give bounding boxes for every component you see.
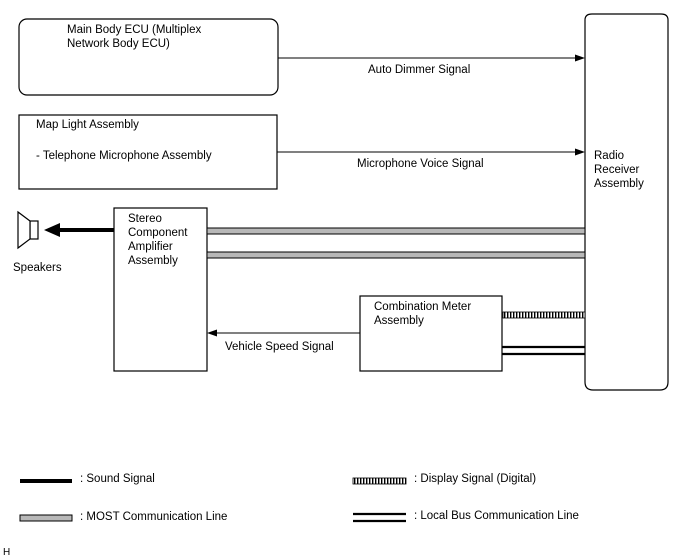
radio-receiver-label: Radio Receiver Assembly [594, 150, 644, 190]
stereo-amplifier-label: Stereo Component Amplifier Assembly [128, 213, 188, 267]
speaker-icon [17, 210, 39, 250]
auto-dimmer-signal-label: Auto Dimmer Signal [368, 64, 471, 76]
legend-most-label: : MOST Communication Line [80, 511, 228, 523]
main-body-ecu-box [18, 18, 279, 96]
radio-receiver-box [584, 13, 669, 391]
local-bus-line [502, 345, 585, 356]
auto-dimmer-signal-arrow [278, 54, 585, 62]
most-line-upper [206, 227, 586, 235]
stereo-amplifier-box [113, 207, 208, 372]
figure-code: H [3, 547, 11, 558]
telephone-microphone-label: - Telephone Microphone Assembly [36, 150, 212, 162]
legend-most-symbol [19, 514, 73, 522]
legend-display-label: : Display Signal (Digital) [414, 473, 537, 485]
map-light-assembly-label: Map Light Assembly [36, 119, 139, 131]
vehicle-speed-signal-arrow [207, 329, 360, 337]
vehicle-speed-signal-label: Vehicle Speed Signal [225, 341, 334, 353]
legend-local-bus-label: : Local Bus Communication Line [414, 510, 579, 522]
speakers-label: Speakers [13, 262, 62, 274]
microphone-voice-signal-label: Microphone Voice Signal [357, 158, 484, 170]
main-body-ecu-label: Main Body ECU (Multiplex Network Body EC… [67, 24, 202, 50]
combination-meter-label: Combination Meter Assembly [374, 301, 472, 327]
legend-display-symbol [352, 477, 407, 485]
sound-signal-arrow [44, 223, 114, 237]
legend-local-bus-symbol [353, 512, 406, 523]
most-line-lower [206, 251, 586, 259]
legend-sound-label: : Sound Signal [80, 473, 155, 485]
microphone-voice-signal-arrow [277, 148, 585, 156]
display-signal-line [502, 311, 586, 319]
